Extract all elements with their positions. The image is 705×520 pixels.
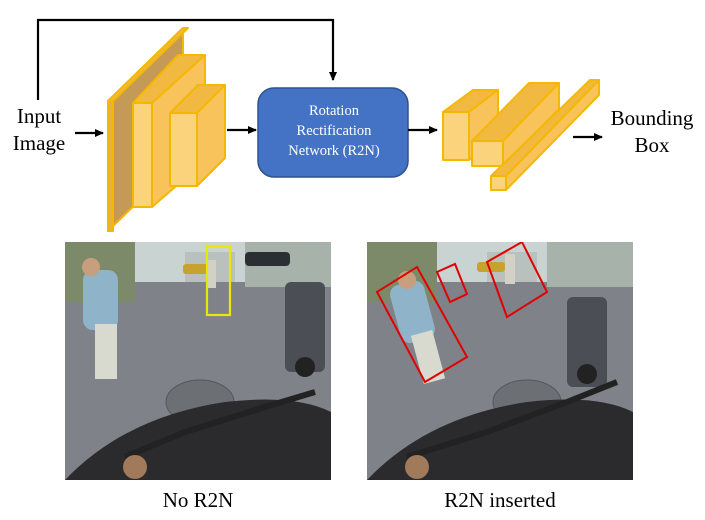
- network-diagram: [36, 18, 603, 232]
- input-image-label: Input Image: [4, 103, 74, 157]
- caption-r2n-inserted: R2N inserted: [444, 488, 556, 512]
- r2n-label: Rotation Rectification Network (R2N): [262, 101, 406, 161]
- r2n-box: [257, 87, 409, 178]
- photo-no-r2n: [65, 242, 331, 480]
- detection-box-red-3: [485, 242, 549, 319]
- input-label-line-2: Image: [12, 131, 66, 155]
- detection-box-red-1: [375, 265, 469, 384]
- caption-no-r2n: No R2N: [162, 488, 234, 512]
- r2n-label-line-1: Rotation: [309, 103, 359, 119]
- photo-r2n-inserted: [367, 242, 633, 480]
- input-label-line-1: Input: [16, 104, 62, 128]
- encoder-block-3: [169, 84, 226, 187]
- output-label-line-2: Box: [634, 133, 670, 157]
- r2n-label-line-2: Rectification: [296, 123, 372, 139]
- bounding-box-label: Bounding Box: [604, 105, 700, 159]
- detection-box-red-2: [435, 262, 469, 304]
- decoder-block-2: [471, 82, 560, 167]
- decoder-block-3: [490, 79, 600, 191]
- r2n-label-line-3: Network (R2N): [288, 143, 380, 159]
- detection-box-yellow: [205, 244, 232, 317]
- skip-connection-line: [36, 18, 337, 100]
- output-label-line-1: Bounding: [610, 106, 694, 130]
